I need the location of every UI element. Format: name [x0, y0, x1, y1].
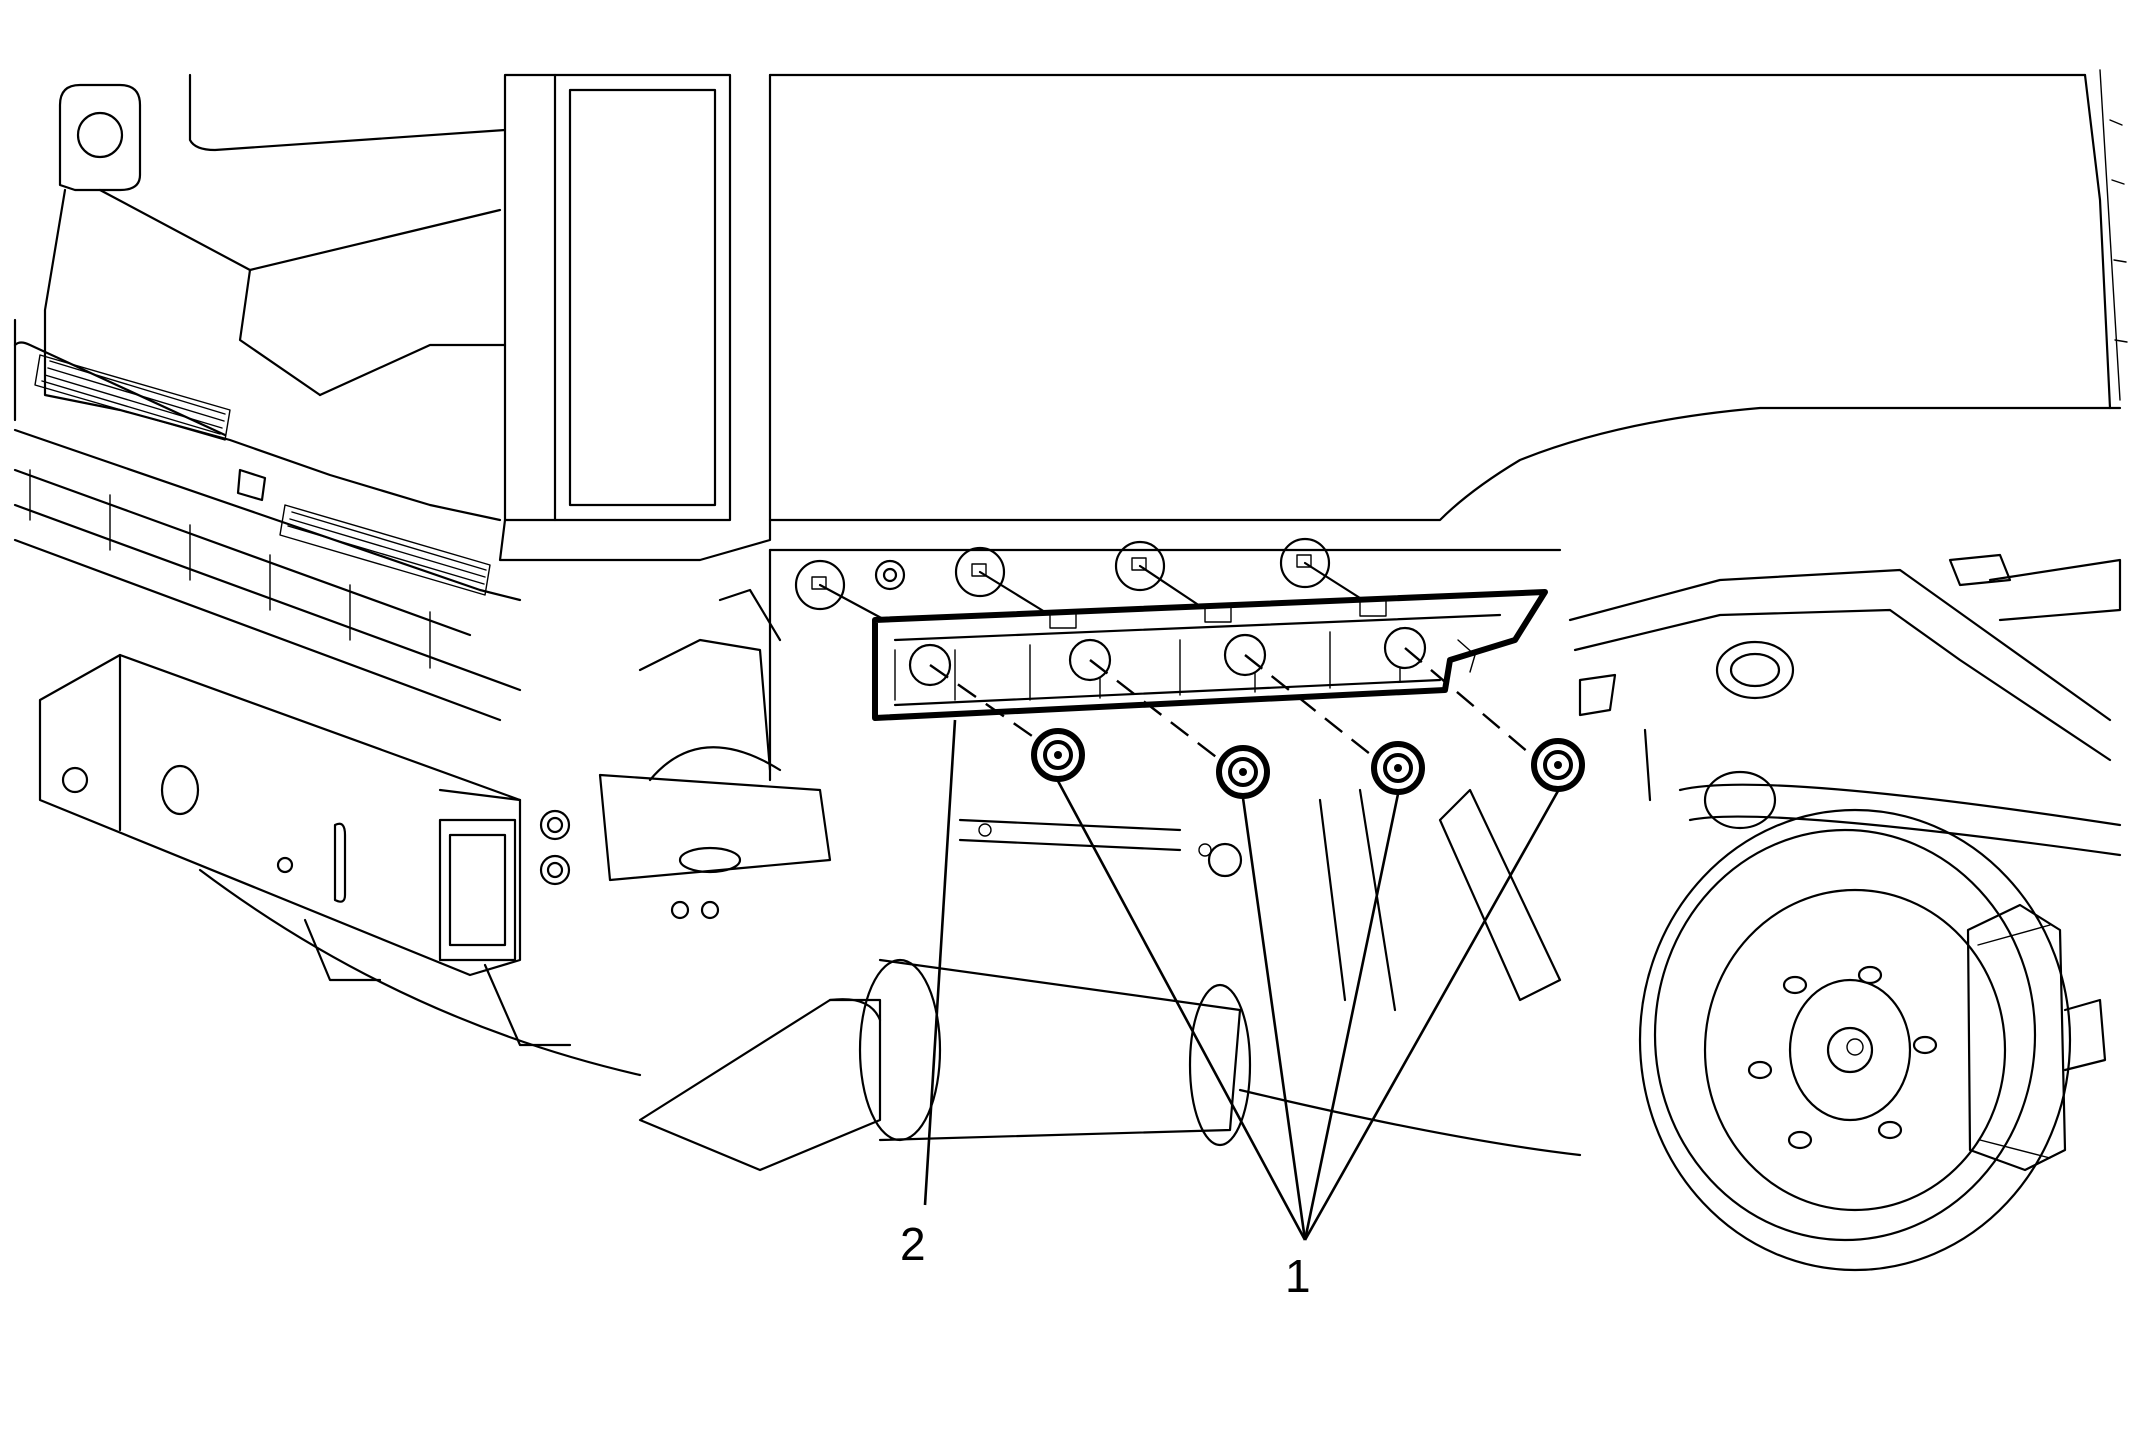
bumper-bracket	[872, 589, 1548, 721]
wheel-studs	[1747, 965, 1938, 1150]
callout-label-bracket: 2	[900, 1218, 926, 1270]
fastener-nut	[1216, 745, 1270, 799]
fastener-nut	[1031, 728, 1085, 782]
exhaust-pipe	[638, 958, 1252, 1172]
center-mount	[598, 588, 832, 920]
fastener-nut	[1371, 741, 1425, 795]
bumper-beam	[38, 653, 572, 1047]
body-grommets	[794, 537, 1331, 611]
bracket-attach-lines	[818, 561, 1362, 622]
body-side-panel	[768, 69, 2128, 782]
callout-label-fasteners: 1	[1285, 1250, 1311, 1302]
fastener-nut	[1531, 738, 1585, 792]
leader-lines	[923, 719, 1560, 1241]
fastener-paths	[929, 647, 1536, 761]
fastener-nuts	[1031, 728, 1585, 799]
suspension-arm	[1568, 553, 2122, 857]
brake-rotor	[1638, 808, 2107, 1272]
underbody-lines	[198, 788, 1582, 1157]
quarter-panel-lamp	[498, 73, 772, 562]
rear-body-panel	[13, 73, 522, 722]
